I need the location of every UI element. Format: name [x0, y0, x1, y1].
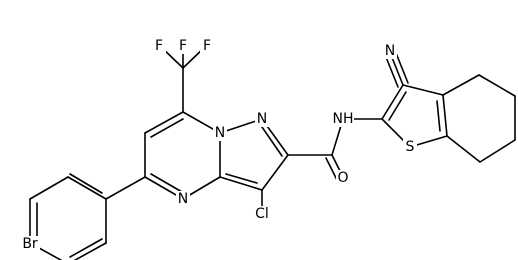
- bond: [479, 139, 516, 163]
- bond: [395, 52, 409, 84]
- fluorine-label: F: [155, 38, 163, 54]
- bromine-label: Br: [22, 236, 38, 252]
- nitrile-nitrogen-label: N: [385, 43, 395, 59]
- bond: [436, 100, 441, 132]
- bond: [388, 91, 407, 121]
- atom-labels: F F F N N N Cl Br O NH S N: [20, 38, 417, 252]
- sulfur-label: S: [406, 139, 415, 155]
- bond: [150, 173, 183, 193]
- bond: [73, 242, 107, 260]
- bond: [69, 173, 103, 194]
- bond: [446, 135, 481, 163]
- bond: [442, 94, 448, 137]
- pyrazole-nitrogen-label: N: [257, 111, 267, 127]
- bond: [261, 126, 283, 157]
- bond: [69, 238, 103, 258]
- bond: [29, 176, 69, 200]
- bond: [478, 74, 516, 97]
- bond: [105, 176, 146, 200]
- bond: [385, 56, 399, 88]
- bridgehead-nitrogen-label: N: [215, 125, 225, 141]
- bond: [150, 118, 184, 138]
- oxygen-label: O: [337, 170, 348, 186]
- bond: [325, 157, 338, 181]
- pyrimidine-nitrogen-label: N: [178, 191, 188, 207]
- bond: [381, 84, 404, 120]
- fluorine-label: F: [203, 38, 211, 54]
- bond: [261, 154, 289, 191]
- bond: [219, 176, 263, 191]
- bond: [402, 84, 444, 96]
- bond: [225, 173, 258, 184]
- amide-nh-label: NH: [333, 111, 354, 127]
- bond: [144, 111, 184, 134]
- bond: [390, 54, 404, 86]
- fluorine-label: F: [179, 38, 187, 54]
- bond-lines: [29, 44, 516, 260]
- chlorine-label: Cl: [255, 206, 269, 222]
- bond: [442, 74, 480, 96]
- bond: [67, 176, 107, 200]
